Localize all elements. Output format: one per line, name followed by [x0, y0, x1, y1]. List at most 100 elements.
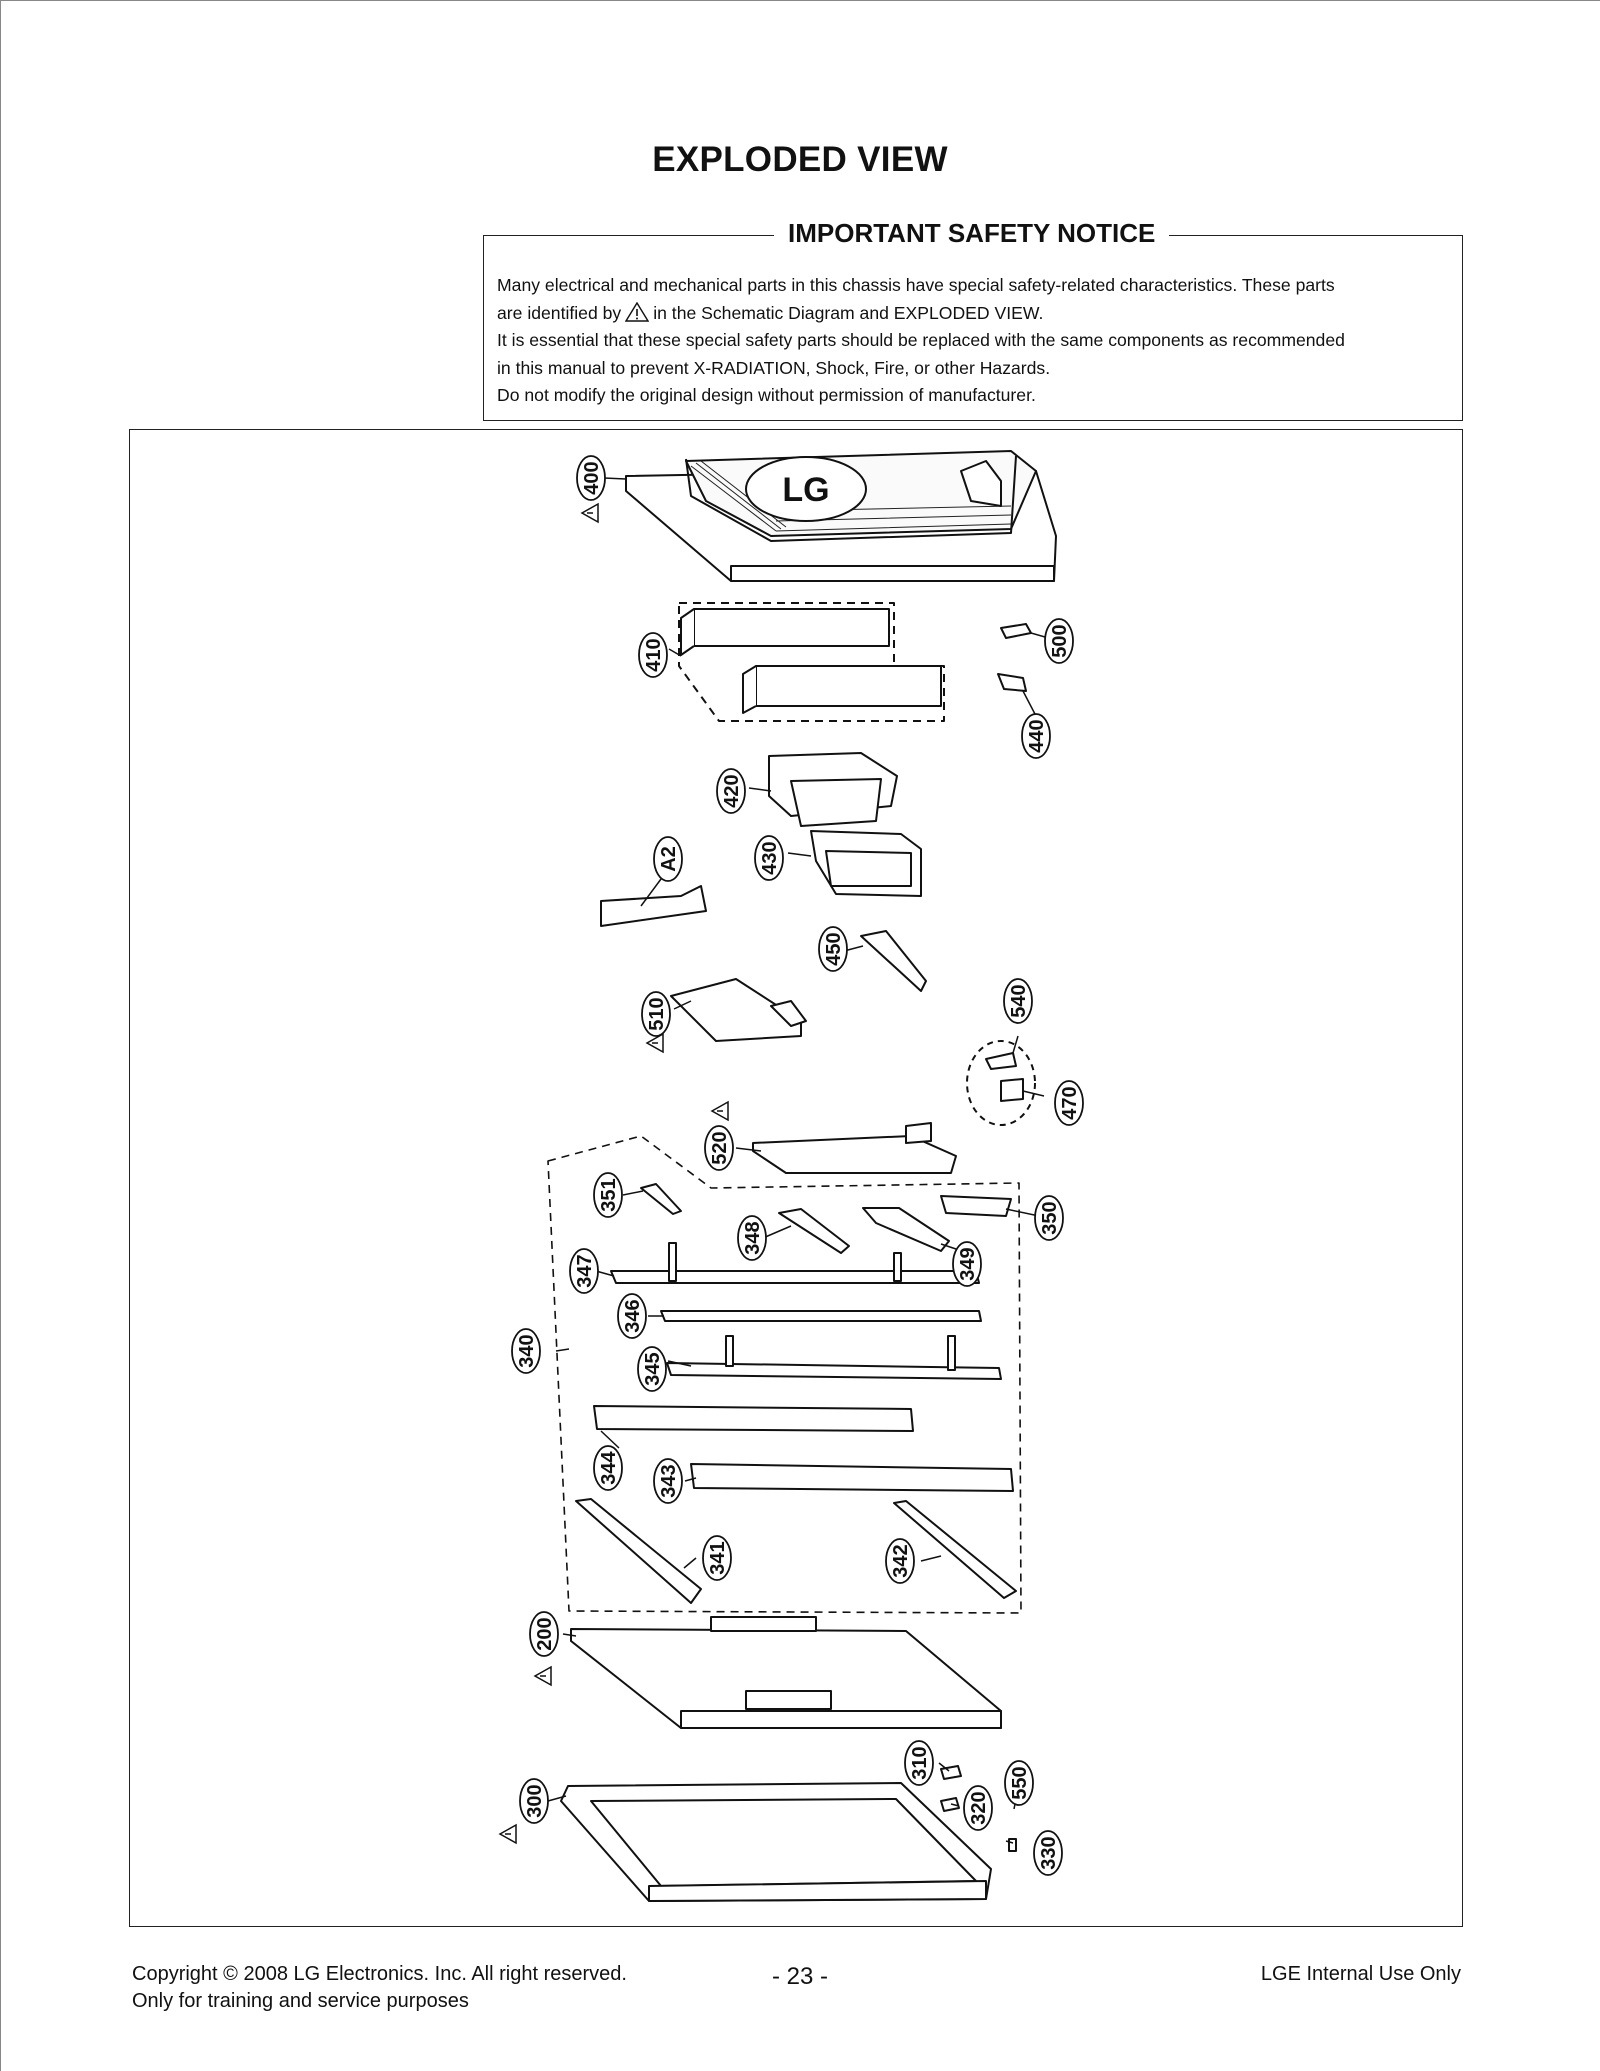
callout-347: 347 — [569, 1248, 599, 1294]
page-title: EXPLODED VIEW — [652, 140, 948, 179]
callout-348: 348 — [737, 1215, 767, 1261]
part-347-rail — [610, 1242, 980, 1284]
callout-label-344: 344 — [598, 1450, 620, 1484]
callout-label-400: 400 — [581, 461, 603, 494]
callout-label-341: 341 — [707, 1541, 729, 1574]
notice-line-1: Many electrical and mechanical parts in … — [497, 275, 1335, 295]
callout-300: 300 — [519, 1778, 549, 1824]
callout-400: 400 — [576, 455, 606, 501]
callout-label-310: 310 — [909, 1746, 931, 1779]
notice-line-5: Do not modify the original design withou… — [497, 385, 1036, 405]
page-edge-left — [0, 0, 1, 2071]
part-350 — [940, 1195, 1012, 1217]
part-348 — [778, 1208, 850, 1254]
notice-line-2-start: are identified by — [497, 302, 622, 323]
callout-label-300: 300 — [524, 1784, 546, 1817]
page-edge-top — [0, 0, 1600, 1]
callout-470: 470 — [1054, 1080, 1084, 1126]
part-342 — [893, 1500, 1017, 1599]
warning-triangle-icon — [498, 1823, 517, 1845]
callout-500: 500 — [1044, 618, 1074, 664]
callout-label-450: 450 — [823, 932, 845, 965]
footer-page-number: - 23 - — [771, 1963, 828, 1990]
callout-342: 342 — [885, 1538, 915, 1584]
callout-430: 430 — [754, 835, 784, 881]
callout-346: 346 — [617, 1293, 647, 1339]
part-344-rail — [593, 1405, 914, 1432]
bracket-500-part — [1000, 623, 1032, 639]
part-345-rail — [666, 1335, 1002, 1380]
callout-label-a2: A2 — [658, 846, 680, 872]
notice-line-3: It is essential that these special safet… — [497, 330, 1345, 350]
bracket-440-part — [997, 673, 1027, 692]
notice-line-4: in this manual to prevent X-RADIATION, S… — [497, 357, 1051, 378]
footer-subline: Only for training and service purposes — [132, 1990, 469, 2012]
exploded-view-frame: LG — [129, 429, 1463, 1927]
warning-triangle-icon — [580, 502, 599, 524]
callout-label-343: 343 — [658, 1464, 680, 1497]
callout-410: 410 — [638, 632, 668, 678]
callout-label-350: 350 — [1039, 1201, 1061, 1234]
callout-label-330: 330 — [1038, 1836, 1060, 1869]
callout-540: 540 — [1003, 978, 1033, 1024]
callout-label-470: 470 — [1059, 1086, 1081, 1119]
callout-330: 330 — [1033, 1830, 1063, 1876]
logo-text: LG — [782, 471, 829, 509]
callout-550: 550 — [1004, 1760, 1034, 1806]
cover-430-part — [810, 830, 922, 897]
callout-label-200: 200 — [534, 1617, 556, 1650]
callout-520: 520 — [704, 1125, 734, 1171]
panel-200-part — [570, 1616, 1002, 1729]
power-board-520-part — [752, 1122, 957, 1174]
part-343-rail — [690, 1463, 1014, 1492]
board-450-part — [860, 930, 927, 992]
part-351 — [640, 1183, 682, 1215]
footer-copyright: Copyright © 2008 LG Electronics. Inc. Al… — [132, 1963, 627, 1985]
callout-200: 200 — [529, 1611, 559, 1657]
callout-320: 320 — [963, 1785, 993, 1831]
callout-label-346: 346 — [622, 1299, 644, 1332]
callout-label-345: 345 — [642, 1352, 664, 1385]
callout-a2: A2 — [653, 836, 683, 882]
back-cover-part: LG — [625, 450, 1057, 582]
callout-510: 510 — [641, 991, 671, 1037]
callout-341: 341 — [702, 1535, 732, 1581]
exploded-view-diagram: LG — [498, 450, 1084, 1902]
notice-line-2-end: in the Schematic Diagram and EXPLODED VI… — [653, 302, 1044, 323]
callout-label-348: 348 — [742, 1221, 764, 1254]
callout-label-347: 347 — [574, 1254, 596, 1287]
callout-345: 345 — [637, 1346, 667, 1392]
part-349 — [862, 1207, 950, 1252]
shield-group-part — [678, 602, 945, 722]
safety-marks — [498, 502, 729, 1845]
lamp-assembly-340-boundary — [547, 1135, 1022, 1614]
callout-349: 349 — [952, 1241, 982, 1287]
callout-label-340: 340 — [516, 1334, 538, 1367]
part-346-rail — [660, 1310, 982, 1322]
callout-label-500: 500 — [1049, 624, 1071, 657]
callout-label-320: 320 — [968, 1791, 990, 1824]
warning-triangle-icon — [645, 1032, 664, 1054]
callout-340: 340 — [511, 1328, 541, 1374]
safety-notice-box: IMPORTANT SAFETY NOTICE Many electrical … — [483, 218, 1463, 421]
frame-shield-part — [768, 752, 898, 827]
footer-internal-use: LGE Internal Use Only — [1260, 1963, 1461, 1985]
front-cabinet-300-part — [560, 1782, 992, 1902]
callout-label-440: 440 — [1026, 719, 1048, 752]
callout-label-520: 520 — [709, 1131, 731, 1164]
callout-440: 440 — [1021, 713, 1051, 759]
part-320 — [940, 1797, 960, 1812]
callout-351: 351 — [593, 1172, 623, 1218]
callout-label-540: 540 — [1008, 984, 1030, 1017]
callout-label-550: 550 — [1009, 1766, 1031, 1799]
callout-label-351: 351 — [598, 1178, 620, 1211]
callout-343: 343 — [653, 1458, 683, 1504]
stand-a2-part — [600, 885, 707, 927]
callout-label-410: 410 — [643, 638, 665, 671]
safety-notice-body: Many electrical and mechanical parts in … — [497, 272, 1452, 410]
warning-triangle-icon — [625, 301, 650, 322]
safety-notice-heading: IMPORTANT SAFETY NOTICE — [774, 218, 1170, 249]
callout-label-510: 510 — [646, 997, 668, 1030]
part-341 — [575, 1498, 702, 1604]
